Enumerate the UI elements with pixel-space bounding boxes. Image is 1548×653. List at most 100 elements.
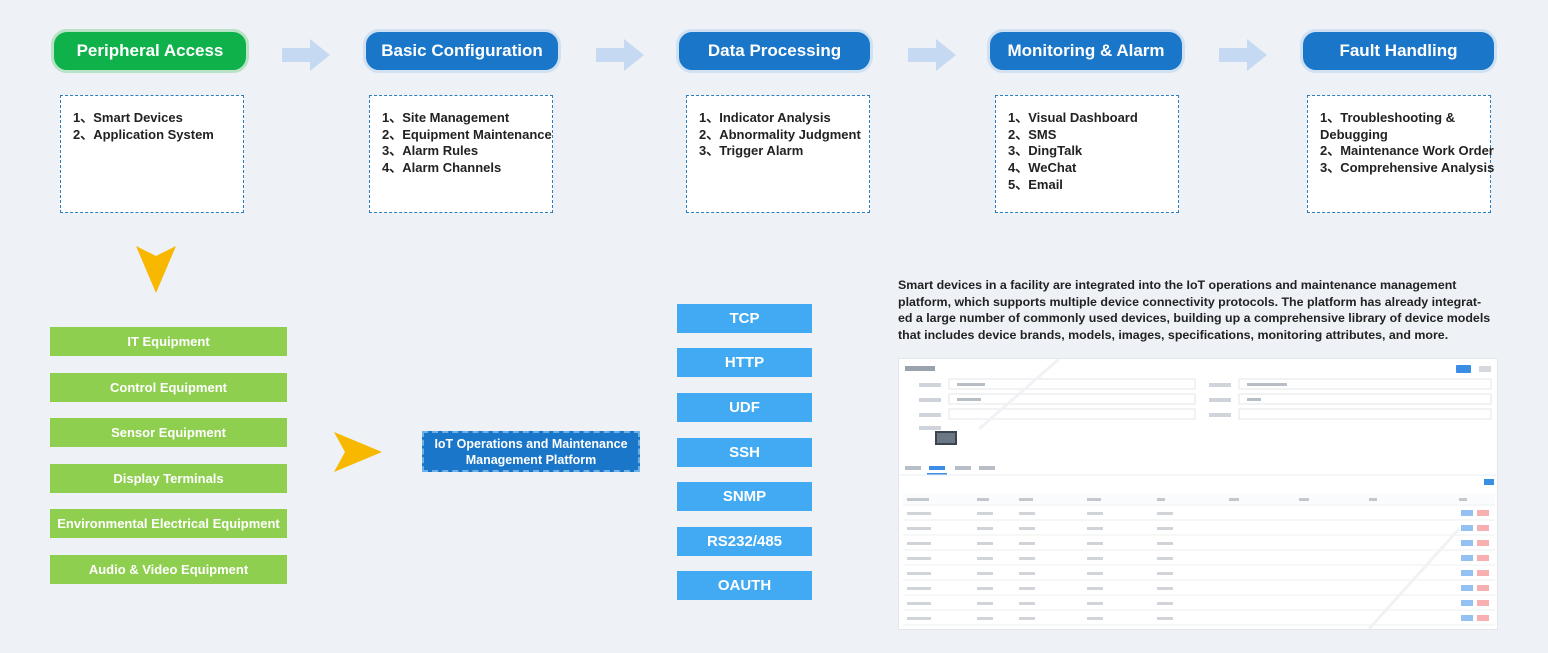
- description-line: that includes device brands, models, ima…: [898, 327, 1449, 342]
- right-arrow-icon: [334, 432, 382, 472]
- list-item: 5、Email: [1008, 176, 1063, 192]
- row-action-button: [1461, 600, 1473, 606]
- table-cell-placeholder: [977, 542, 993, 545]
- table-cell-placeholder: [907, 557, 931, 560]
- table-cell-placeholder: [1019, 542, 1035, 545]
- row-action-button: [1461, 615, 1473, 621]
- row-action-button: [1477, 585, 1489, 591]
- platform-line2: Management Platform: [465, 452, 597, 467]
- row-action-button: [1461, 525, 1473, 531]
- step-detail-box: 1、Visual Dashboard 2、SMS 3、DingTalk 4、We…: [995, 95, 1179, 213]
- screenshot-thumbnail: [899, 359, 1497, 629]
- table-cell-placeholder: [1087, 527, 1103, 530]
- table-cell-placeholder: [907, 587, 931, 590]
- row-action-button: [1477, 600, 1489, 606]
- device-library-screenshot: [898, 358, 1498, 630]
- equipment-it: IT Equipment: [50, 327, 287, 356]
- table-cell-placeholder: [1087, 602, 1103, 605]
- list-item: 4、Alarm Channels: [382, 160, 502, 176]
- description-line: ed a large number of commonly used devic…: [898, 311, 1491, 326]
- table-cell-placeholder: [977, 557, 993, 560]
- table-cell-placeholder: [1019, 512, 1035, 515]
- table-cell-placeholder: [977, 572, 993, 575]
- step-detail-box: 1、Smart Devices 2、Application System: [60, 95, 244, 213]
- list-item: 4、WeChat: [1008, 160, 1077, 176]
- step-monitoring-alarm: Monitoring & Alarm: [987, 29, 1185, 73]
- list-item: 1、Smart Devices: [73, 110, 183, 125]
- description-line: Smart devices in a facility are integrat…: [898, 278, 1457, 292]
- table-cell-placeholder: [1157, 557, 1173, 560]
- table-cell-placeholder: [1087, 557, 1103, 560]
- equipment-environmental: Environmental Electrical Equipment: [50, 509, 287, 538]
- list-item: 1、Visual Dashboard: [1008, 110, 1138, 125]
- table-cell-placeholder: [977, 527, 993, 530]
- protocol-snmp: SNMP: [677, 482, 812, 511]
- row-action-button: [1461, 570, 1473, 576]
- list-item: 2、Equipment Maintenance: [382, 126, 552, 142]
- equipment-control: Control Equipment: [50, 373, 287, 402]
- list-item: 3、DingTalk: [1008, 143, 1083, 159]
- protocol-ssh: SSH: [677, 438, 812, 467]
- step-detail-box: 1、Indicator Analysis 2、Abnormality Judgm…: [686, 95, 870, 213]
- table-cell-placeholder: [907, 527, 931, 530]
- step-fault-handling: Fault Handling: [1300, 29, 1497, 73]
- step-basic-configuration: Basic Configuration: [363, 29, 561, 73]
- down-arrow-icon: [136, 246, 176, 293]
- table-cell-placeholder: [1157, 512, 1173, 515]
- row-action-button: [1477, 570, 1489, 576]
- list-item: 1、Troubleshooting &: [1320, 110, 1456, 125]
- equipment-audio-video: Audio & Video Equipment: [50, 555, 287, 584]
- table-cell-placeholder: [907, 542, 931, 545]
- step-detail-box: 1、Site Management 2、Equipment Maintenanc…: [369, 95, 553, 213]
- table-cell-placeholder: [1157, 617, 1173, 620]
- list-item: 2、SMS: [1008, 126, 1057, 142]
- row-action-button: [1461, 555, 1473, 561]
- list-item: 3、Comprehensive Analysis: [1320, 160, 1495, 176]
- platform-line1: IoT Operations and Maintenance: [434, 436, 628, 451]
- row-action-button: [1477, 510, 1489, 516]
- protocol-http: HTTP: [677, 348, 812, 377]
- right-arrow-icon: [1219, 39, 1267, 71]
- table-cell-placeholder: [907, 572, 931, 575]
- equipment-sensor: Sensor Equipment: [50, 418, 287, 447]
- table-cell-placeholder: [1019, 587, 1035, 590]
- row-action-button: [1461, 510, 1473, 516]
- table-cell-placeholder: [1087, 572, 1103, 575]
- row-action-button: [1477, 540, 1489, 546]
- list-item: 3、Trigger Alarm: [699, 143, 804, 159]
- right-arrow-icon: [596, 39, 644, 71]
- table-cell-placeholder: [907, 512, 931, 515]
- table-cell-placeholder: [1157, 572, 1173, 575]
- list-item: Debugging: [1320, 126, 1388, 142]
- row-action-button: [1461, 540, 1473, 546]
- step-detail-box: 1、Troubleshooting & Debugging 2、Maintena…: [1307, 95, 1495, 213]
- table-cell-placeholder: [907, 602, 931, 605]
- row-action-button: [1477, 525, 1489, 531]
- list-item: 1、Indicator Analysis: [699, 110, 831, 125]
- protocol-udf: UDF: [677, 393, 812, 422]
- list-item: 2、Maintenance Work Order: [1320, 143, 1494, 159]
- right-arrow-icon: [282, 39, 330, 71]
- protocol-rs232: RS232/485: [677, 527, 812, 556]
- description-line: platform, which supports multiple device…: [898, 294, 1482, 309]
- row-action-button: [1477, 615, 1489, 621]
- table-cell-placeholder: [1157, 587, 1173, 590]
- table-cell-placeholder: [1019, 617, 1035, 620]
- table-cell-placeholder: [1087, 542, 1103, 545]
- list-item: 3、Alarm Rules: [382, 143, 479, 159]
- list-item: 1、Site Management: [382, 110, 510, 125]
- description-text: Smart devices in a facility are integrat…: [898, 277, 1502, 343]
- table-cell-placeholder: [977, 602, 993, 605]
- step-peripheral-access: Peripheral Access: [51, 29, 249, 73]
- step-data-processing: Data Processing: [676, 29, 873, 73]
- table-cell-placeholder: [1019, 557, 1035, 560]
- table-cell-placeholder: [977, 587, 993, 590]
- table-cell-placeholder: [977, 617, 993, 620]
- table-cell-placeholder: [1157, 527, 1173, 530]
- table-cell-placeholder: [977, 512, 993, 515]
- list-item: 2、Application System: [73, 126, 214, 142]
- protocol-oauth: OAUTH: [677, 571, 812, 600]
- protocol-tcp: TCP: [677, 304, 812, 333]
- table-cell-placeholder: [1087, 512, 1103, 515]
